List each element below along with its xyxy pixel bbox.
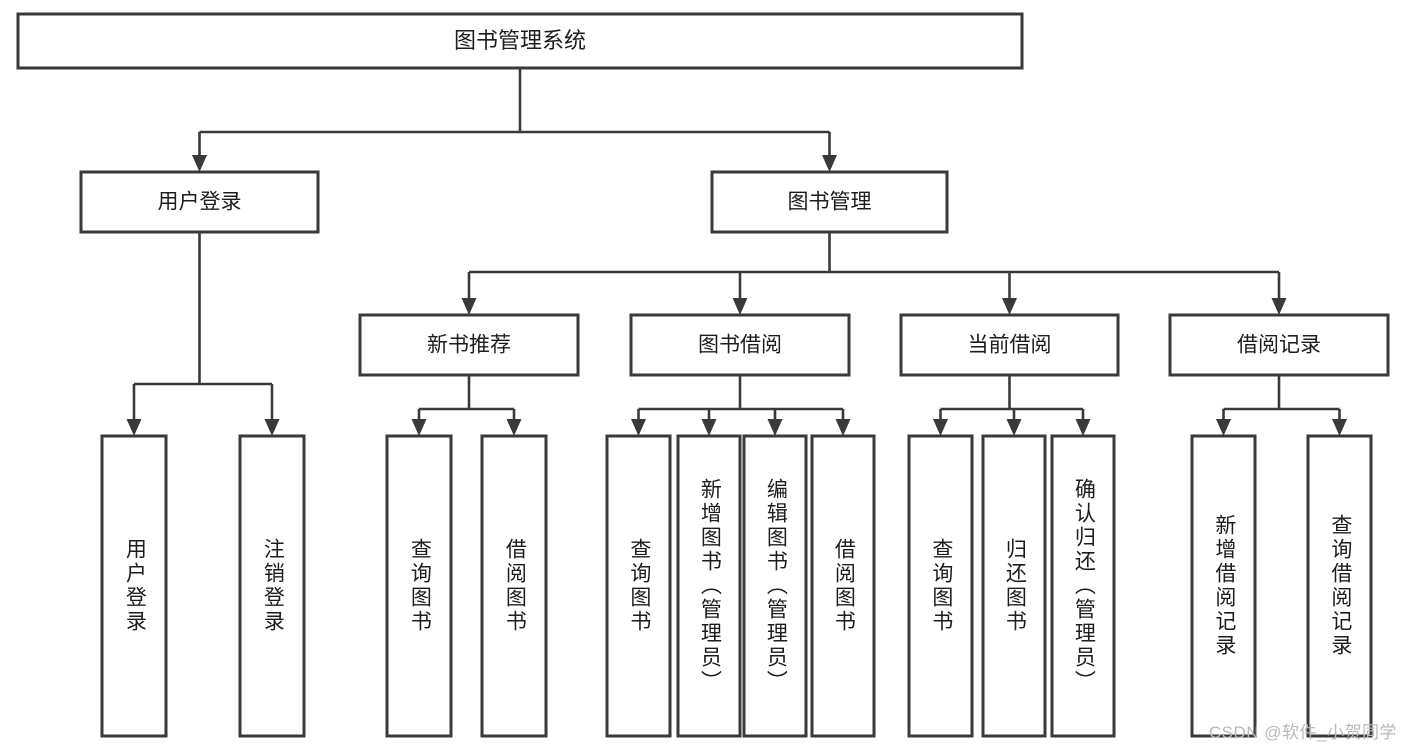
arrow-head-new-book-recommend	[461, 298, 477, 315]
arrow-head-borrow-record	[1271, 298, 1287, 315]
arrow-head-book-manage	[822, 155, 837, 172]
node-box-leaf-query-book-3[interactable]	[907, 434, 974, 738]
arrow-head-leaf-add-record	[1216, 419, 1231, 436]
node-label-root: 图书管理系统	[454, 28, 586, 53]
node-label-user-login: 用户登录	[158, 191, 242, 214]
arrow-head-book-borrow	[732, 298, 748, 315]
node-label-current-borrow: 当前借阅	[968, 334, 1052, 357]
node-box-leaf-logout[interactable]	[238, 434, 306, 738]
arrow-head-leaf-query-book-3	[933, 419, 948, 436]
node-box-user-login[interactable]	[79, 170, 320, 234]
node-box-leaf-add-record[interactable]	[1190, 434, 1257, 738]
node-label-new-book-recommend: 新书推荐	[427, 334, 511, 357]
arrow-head-leaf-confirm-return	[1075, 419, 1091, 436]
node-box-borrow-record[interactable]	[1168, 313, 1390, 377]
node-box-book-manage[interactable]	[710, 170, 949, 234]
arrow-head-leaf-logout	[264, 419, 280, 436]
node-box-leaf-confirm-return[interactable]	[1050, 434, 1116, 738]
node-label-book-manage: 图书管理	[788, 191, 872, 214]
node-label-book-borrow: 图书借阅	[698, 334, 782, 357]
arrow-head-leaf-query-book-1	[411, 419, 427, 436]
arrow-head-leaf-user-login	[126, 419, 142, 436]
arrow-head-leaf-query-book-2	[631, 419, 646, 436]
node-box-leaf-query-book-1[interactable]	[385, 434, 453, 738]
node-box-leaf-query-record[interactable]	[1306, 434, 1373, 738]
node-box-leaf-query-book-2[interactable]	[605, 434, 672, 738]
arrow-head-leaf-edit-book	[767, 419, 783, 436]
node-box-current-borrow[interactable]	[899, 313, 1120, 377]
arrow-head-leaf-borrow-book-1	[506, 419, 522, 436]
connector-layer	[126, 68, 1347, 436]
box-layer	[16, 12, 1390, 738]
node-box-root[interactable]	[16, 12, 1024, 70]
watermark-text: CSDN @软件_小贺同学	[1208, 723, 1397, 742]
arrow-head-leaf-query-record	[1332, 419, 1347, 436]
arrow-head-leaf-borrow-book-2	[835, 419, 851, 436]
node-box-leaf-user-login[interactable]	[100, 434, 168, 738]
arrow-head-user-login	[192, 155, 207, 172]
arrow-head-current-borrow	[1002, 298, 1017, 315]
arrow-head-leaf-add-book	[701, 419, 717, 436]
node-box-leaf-borrow-book-1[interactable]	[480, 434, 548, 738]
node-box-leaf-return-book[interactable]	[981, 434, 1047, 738]
node-box-leaf-add-book[interactable]	[676, 434, 742, 738]
node-label-borrow-record: 借阅记录	[1237, 334, 1321, 357]
node-box-book-borrow[interactable]	[629, 313, 851, 377]
node-box-new-book-recommend[interactable]	[358, 313, 580, 377]
node-box-leaf-borrow-book-2[interactable]	[810, 434, 876, 738]
arrow-head-leaf-return-book	[1006, 419, 1022, 436]
node-box-leaf-edit-book[interactable]	[742, 434, 808, 738]
